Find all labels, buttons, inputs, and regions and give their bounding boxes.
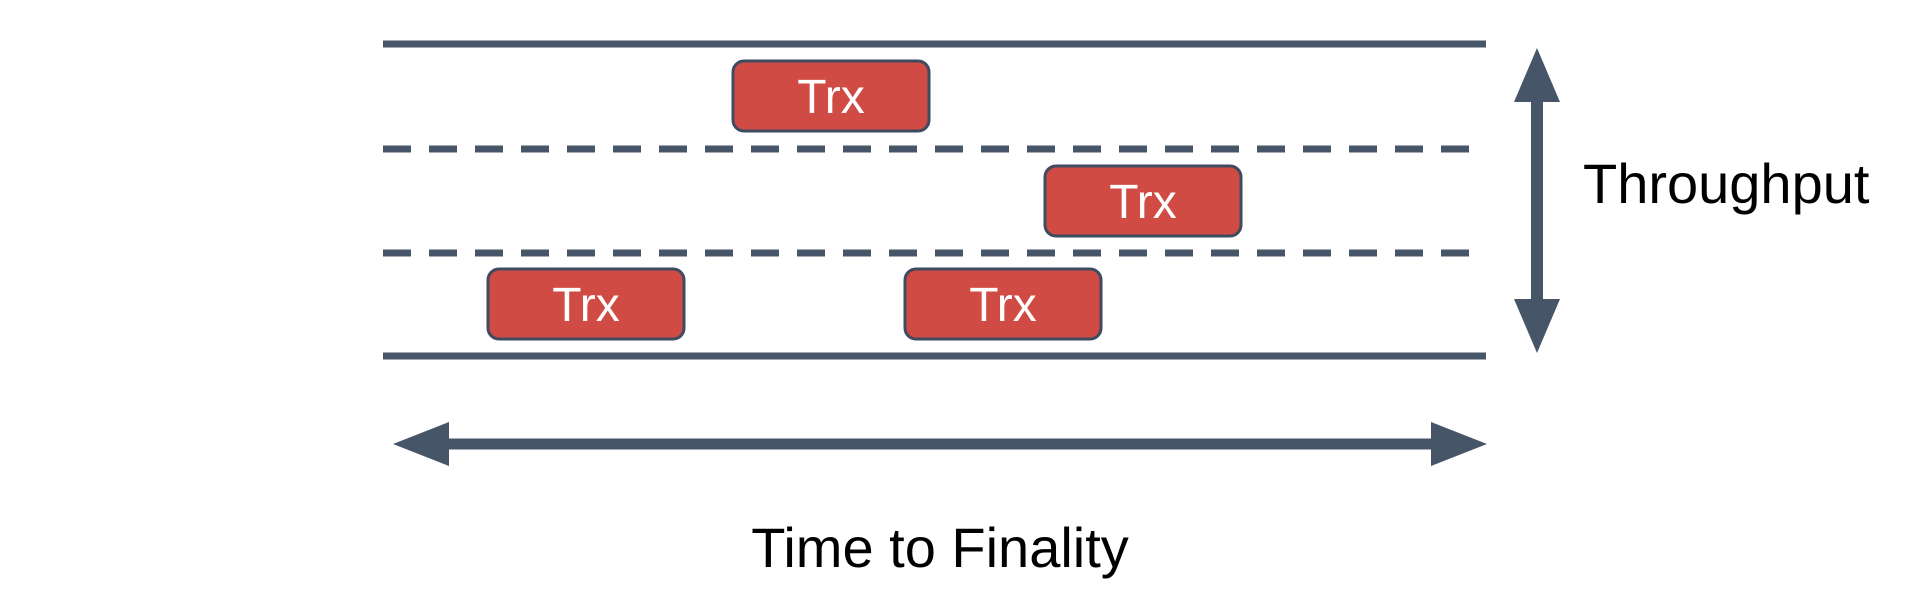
throughput-double-arrow-icon	[1514, 48, 1560, 353]
trx-box-label: Trx	[969, 279, 1037, 332]
trx-box-rect	[486, 267, 686, 341]
arrowhead-down-icon	[1514, 299, 1560, 353]
throughput-label: Throughput	[1583, 152, 1870, 215]
transaction-box-middle: Trx	[1043, 164, 1243, 238]
transaction-box-bottom-left: Trx	[486, 267, 686, 341]
trx-box-rect	[1043, 164, 1243, 238]
arrowhead-left-icon	[393, 422, 449, 466]
trx-box-label: Trx	[1109, 176, 1177, 229]
trx-box-rect	[903, 267, 1103, 341]
arrowhead-up-icon	[1514, 48, 1560, 102]
transaction-box-top: Trx	[731, 59, 931, 133]
time-axis-double-arrow-icon	[393, 422, 1487, 466]
trx-box-label: Trx	[797, 71, 865, 124]
trx-box-label: Trx	[552, 279, 620, 332]
transaction-boxes: Trx Trx Trx Trx	[486, 59, 1243, 341]
trx-box-rect	[731, 59, 931, 133]
transaction-box-bottom-right: Trx	[903, 267, 1103, 341]
time-to-finality-label: Time to Finality	[751, 516, 1129, 579]
arrowhead-right-icon	[1431, 422, 1487, 466]
lane-lines	[383, 40, 1486, 360]
